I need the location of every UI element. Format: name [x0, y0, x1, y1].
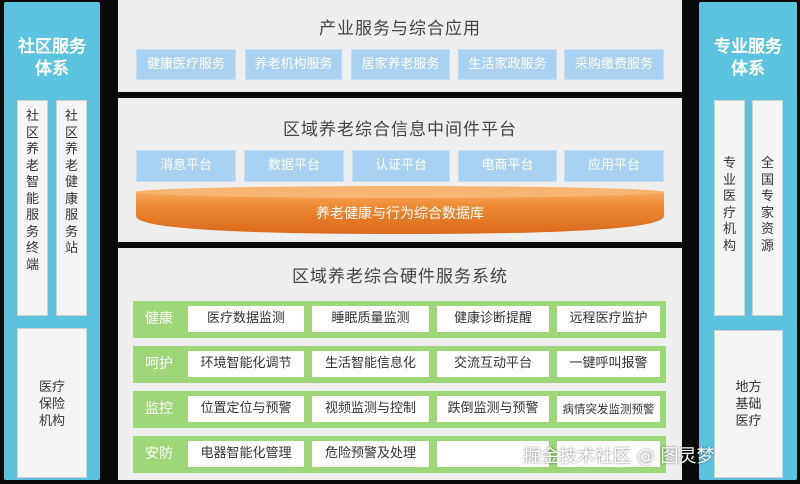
cell-life-informatization: 生活智能信息化 — [312, 351, 429, 377]
industry-item-home-care: 居家养老服务 — [351, 49, 450, 80]
cell-security-empty-2 — [557, 441, 660, 467]
hardware-row-monitoring: 监控 位置定位与预警 视频监测与控制 跌倒监测与预警 病情突发监测预警 — [133, 391, 666, 428]
cell-illness-alert: 病情突发监测预警 — [557, 396, 660, 422]
medical-insurance-box: 医疗保险机构 — [17, 328, 87, 478]
community-terminal-label: 社区养老智能服务终端 — [25, 109, 39, 273]
watermark-text: 掘金技术社区 @ 图灵梦 — [523, 446, 715, 467]
industry-item-institution: 养老机构服务 — [245, 49, 342, 80]
professional-service-column: 专业服务体系 专业医疗机构 全国专家资源 地方基础医疗 — [699, 2, 797, 480]
community-health-station-label: 社区养老健康服务站 — [64, 109, 78, 256]
cell-one-key-alarm: 一键呼叫报警 — [557, 351, 660, 377]
cell-environment-regulation: 环境智能化调节 — [188, 351, 304, 377]
database-label: 养老健康与行为综合数据库 — [316, 206, 484, 222]
middleware-item-ecommerce: 电商平台 — [458, 150, 557, 182]
middleware-item-auth: 认证平台 — [352, 150, 450, 182]
local-basic-medical-label: 地方基础医疗 — [735, 380, 762, 429]
national-expert-box: 全国专家资源 — [752, 100, 783, 316]
row-label-care: 呵护 — [145, 356, 173, 372]
industry-panel: 产业服务与综合应用 健康医疗服务 养老机构服务 居家养老服务 生活家政服务 采购… — [118, 0, 682, 92]
cell-location-warning: 位置定位与预警 — [188, 396, 304, 422]
cell-security-empty-1 — [437, 441, 549, 467]
cell-danger-warning: 危险预警及处理 — [312, 441, 429, 467]
community-service-title: 社区服务体系 — [18, 37, 86, 79]
hardware-row-health: 健康 医疗数据监测 睡眠质量监测 健康诊断提醒 远程医疗监护 — [133, 301, 666, 338]
community-terminal-box: 社区养老智能服务终端 — [17, 100, 48, 316]
hardware-panel: 区域养老综合硬件服务系统 健康 医疗数据监测 睡眠质量监测 健康诊断提醒 远程医… — [118, 248, 682, 480]
hardware-row-security: 安防 电器智能化管理 危险预警及处理 — [133, 436, 666, 473]
database-cylinder-icon — [136, 186, 664, 234]
industry-panel-title: 产业服务与综合应用 — [319, 19, 481, 39]
professional-service-title: 专业服务体系 — [714, 37, 782, 79]
industry-item-procurement: 采购缴费服务 — [564, 49, 664, 80]
row-label-monitoring: 监控 — [145, 401, 173, 417]
cell-sleep-quality-monitoring: 睡眠质量监测 — [312, 306, 429, 332]
middleware-item-application: 应用平台 — [564, 150, 664, 182]
community-service-column: 社区服务体系 社区养老智能服务终端 社区养老健康服务站 医疗保险机构 — [4, 2, 100, 480]
industry-item-housekeeping: 生活家政服务 — [458, 49, 557, 80]
community-health-station-box: 社区养老健康服务站 — [56, 100, 87, 316]
cell-fall-detection: 跌倒监测与预警 — [437, 396, 549, 422]
middleware-item-data: 数据平台 — [244, 150, 344, 182]
cell-remote-medical-monitoring: 远程医疗监护 — [557, 306, 660, 332]
hardware-row-care: 呵护 环境智能化调节 生活智能信息化 交流互动平台 一键呼叫报警 — [133, 346, 666, 383]
cell-video-monitoring: 视频监测与控制 — [312, 396, 429, 422]
national-expert-label: 全国专家资源 — [760, 156, 774, 254]
middleware-panel: 区域养老综合信息中间件平台 消息平台 数据平台 认证平台 电商平台 应用平台 养… — [118, 98, 682, 242]
cell-medical-data-monitoring: 医疗数据监测 — [188, 306, 304, 332]
medical-insurance-label: 医疗保险机构 — [38, 380, 65, 429]
professional-medical-box: 专业医疗机构 — [714, 100, 745, 316]
middleware-panel-title: 区域养老综合信息中间件平台 — [283, 120, 517, 140]
cell-health-diagnosis-reminder: 健康诊断提醒 — [437, 306, 549, 332]
row-label-health: 健康 — [145, 311, 173, 327]
professional-medical-label: 专业医疗机构 — [722, 156, 736, 254]
middleware-item-message: 消息平台 — [136, 150, 236, 182]
hardware-panel-title: 区域养老综合硬件服务系统 — [292, 267, 508, 287]
cell-interaction-platform: 交流互动平台 — [437, 351, 549, 377]
local-basic-medical-box: 地方基础医疗 — [714, 330, 783, 478]
cell-appliance-management: 电器智能化管理 — [188, 441, 304, 467]
industry-item-health-medical: 健康医疗服务 — [136, 49, 236, 80]
row-label-security: 安防 — [145, 446, 173, 462]
